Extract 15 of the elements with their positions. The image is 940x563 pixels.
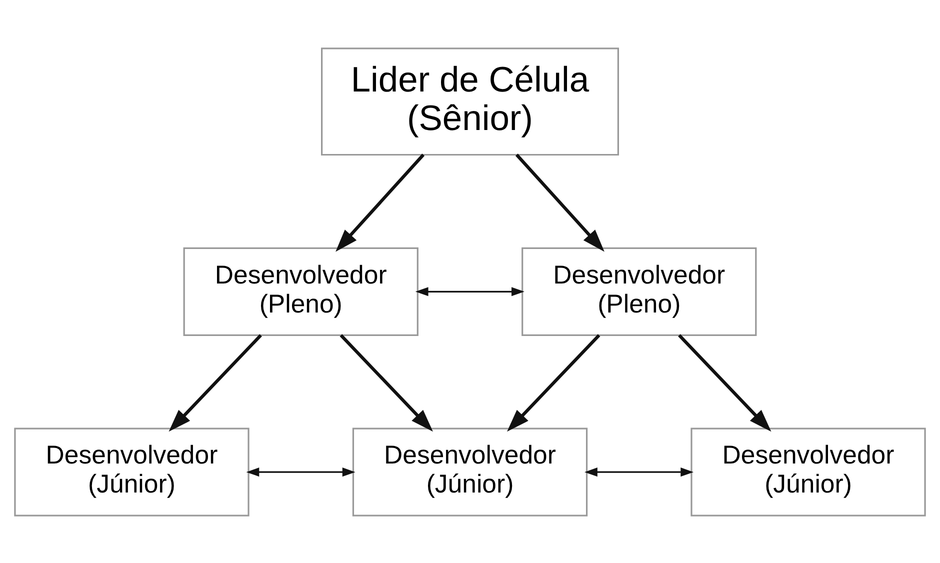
node-box: Desenvolvedor (Júnior) xyxy=(14,427,250,516)
node-box: Lider de Célula (Sênior) xyxy=(321,47,619,156)
arrow xyxy=(168,334,262,432)
arrow xyxy=(507,334,600,432)
arrow xyxy=(336,153,425,252)
arrow xyxy=(678,334,772,432)
node-box: Desenvolvedor (Pleno) xyxy=(522,246,757,336)
node-box: Desenvolvedor (Pleno) xyxy=(183,246,418,336)
node-box: Desenvolvedor (Júnior) xyxy=(352,427,588,516)
arrow xyxy=(340,334,433,432)
arrow xyxy=(515,153,604,252)
arrow xyxy=(246,467,356,476)
node-box: Desenvolvedor (Júnior) xyxy=(690,427,926,516)
arrow xyxy=(584,467,694,476)
arrow xyxy=(415,286,524,296)
